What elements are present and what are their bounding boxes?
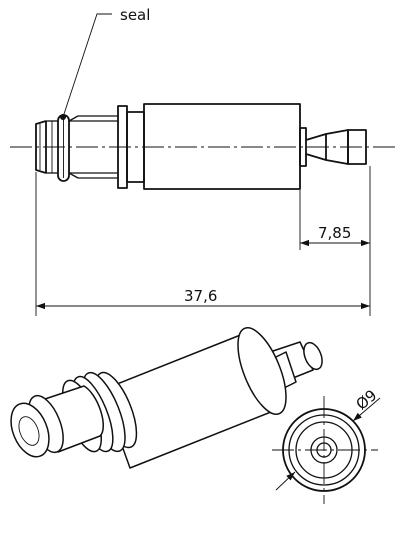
dimension-7-85: 7,85: [300, 224, 370, 247]
hose-barb: [305, 129, 367, 165]
dim-label-overall: 37,6: [184, 287, 217, 305]
dim-label-diameter: Ø9: [352, 386, 380, 414]
neck: [68, 115, 118, 179]
end-bore: [316, 442, 332, 458]
isometric-view: [10, 327, 323, 469]
end-view: Ø9: [272, 386, 380, 504]
seal-callout: seal: [60, 6, 150, 120]
main-body: [143, 103, 301, 190]
dim-label-small: 7,85: [318, 224, 351, 242]
end-outer-ring: [282, 408, 366, 492]
body-step: [299, 127, 307, 167]
side-view: seal 7,85 37,6: [10, 6, 398, 316]
left-nipple: [35, 120, 58, 174]
dimension-37-6: 37,6: [36, 287, 370, 310]
iso-nipple-front: [10, 402, 50, 458]
seal-ring: [57, 114, 70, 182]
seal-label: seal: [120, 6, 150, 24]
